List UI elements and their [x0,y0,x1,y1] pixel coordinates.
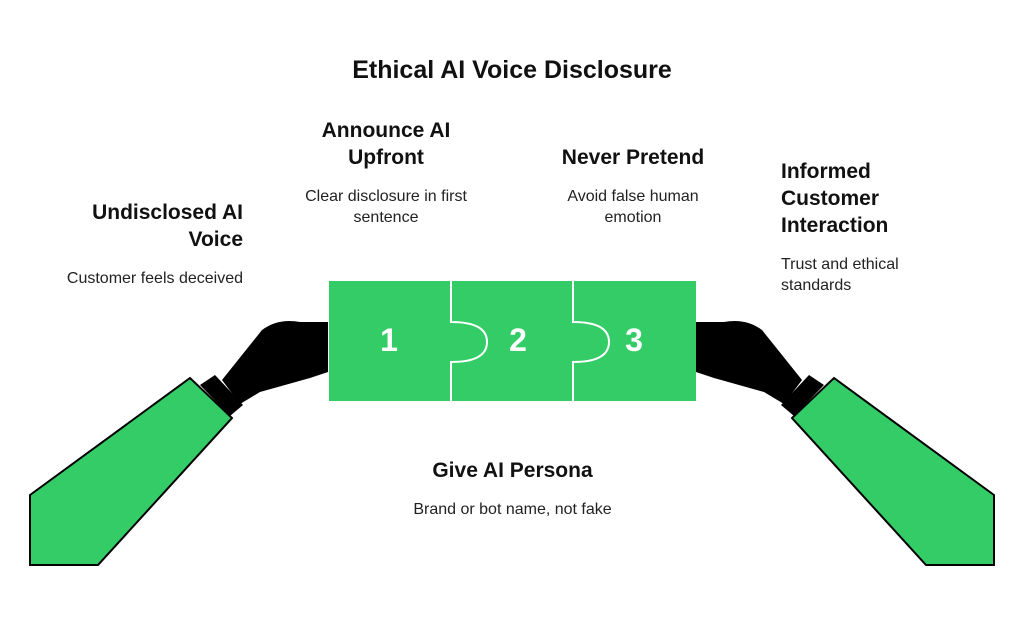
step-description: Brand or bot name, not fake [413,501,612,518]
page-title: Ethical AI Voice Disclosure [352,56,672,84]
step-heading: Announce AI Upfront [321,119,451,169]
piece-number-2: 2 [509,322,527,358]
right-hand-icon [696,321,995,566]
step-informed: Informed Customer Interaction Trust and … [781,158,951,296]
step-description: Clear disclosure in first sentence [305,188,467,226]
step-description: Avoid false human emotion [567,188,699,226]
step-heading: Informed Customer Interaction [781,160,889,237]
step-undisclosed: Undisclosed AI Voice Customer feels dece… [60,199,243,289]
step-description: Trust and ethical standards [781,256,899,294]
step-heading: Never Pretend [561,146,705,169]
step-heading: Undisclosed AI Voice [92,201,243,251]
left-hand-icon [29,321,328,566]
puzzle [329,281,696,401]
puzzle-piece-icon [329,281,696,401]
step-description: Customer feels deceived [66,270,243,287]
piece-number-1: 1 [380,322,398,358]
step-persona: Give AI Persona Brand or bot name, not f… [400,457,625,520]
piece-number-3: 3 [625,322,643,358]
step-announce: Announce AI Upfront Clear disclosure in … [300,117,472,228]
step-heading: Give AI Persona [432,459,593,482]
step-never-pretend: Never Pretend Avoid false human emotion [545,144,721,228]
